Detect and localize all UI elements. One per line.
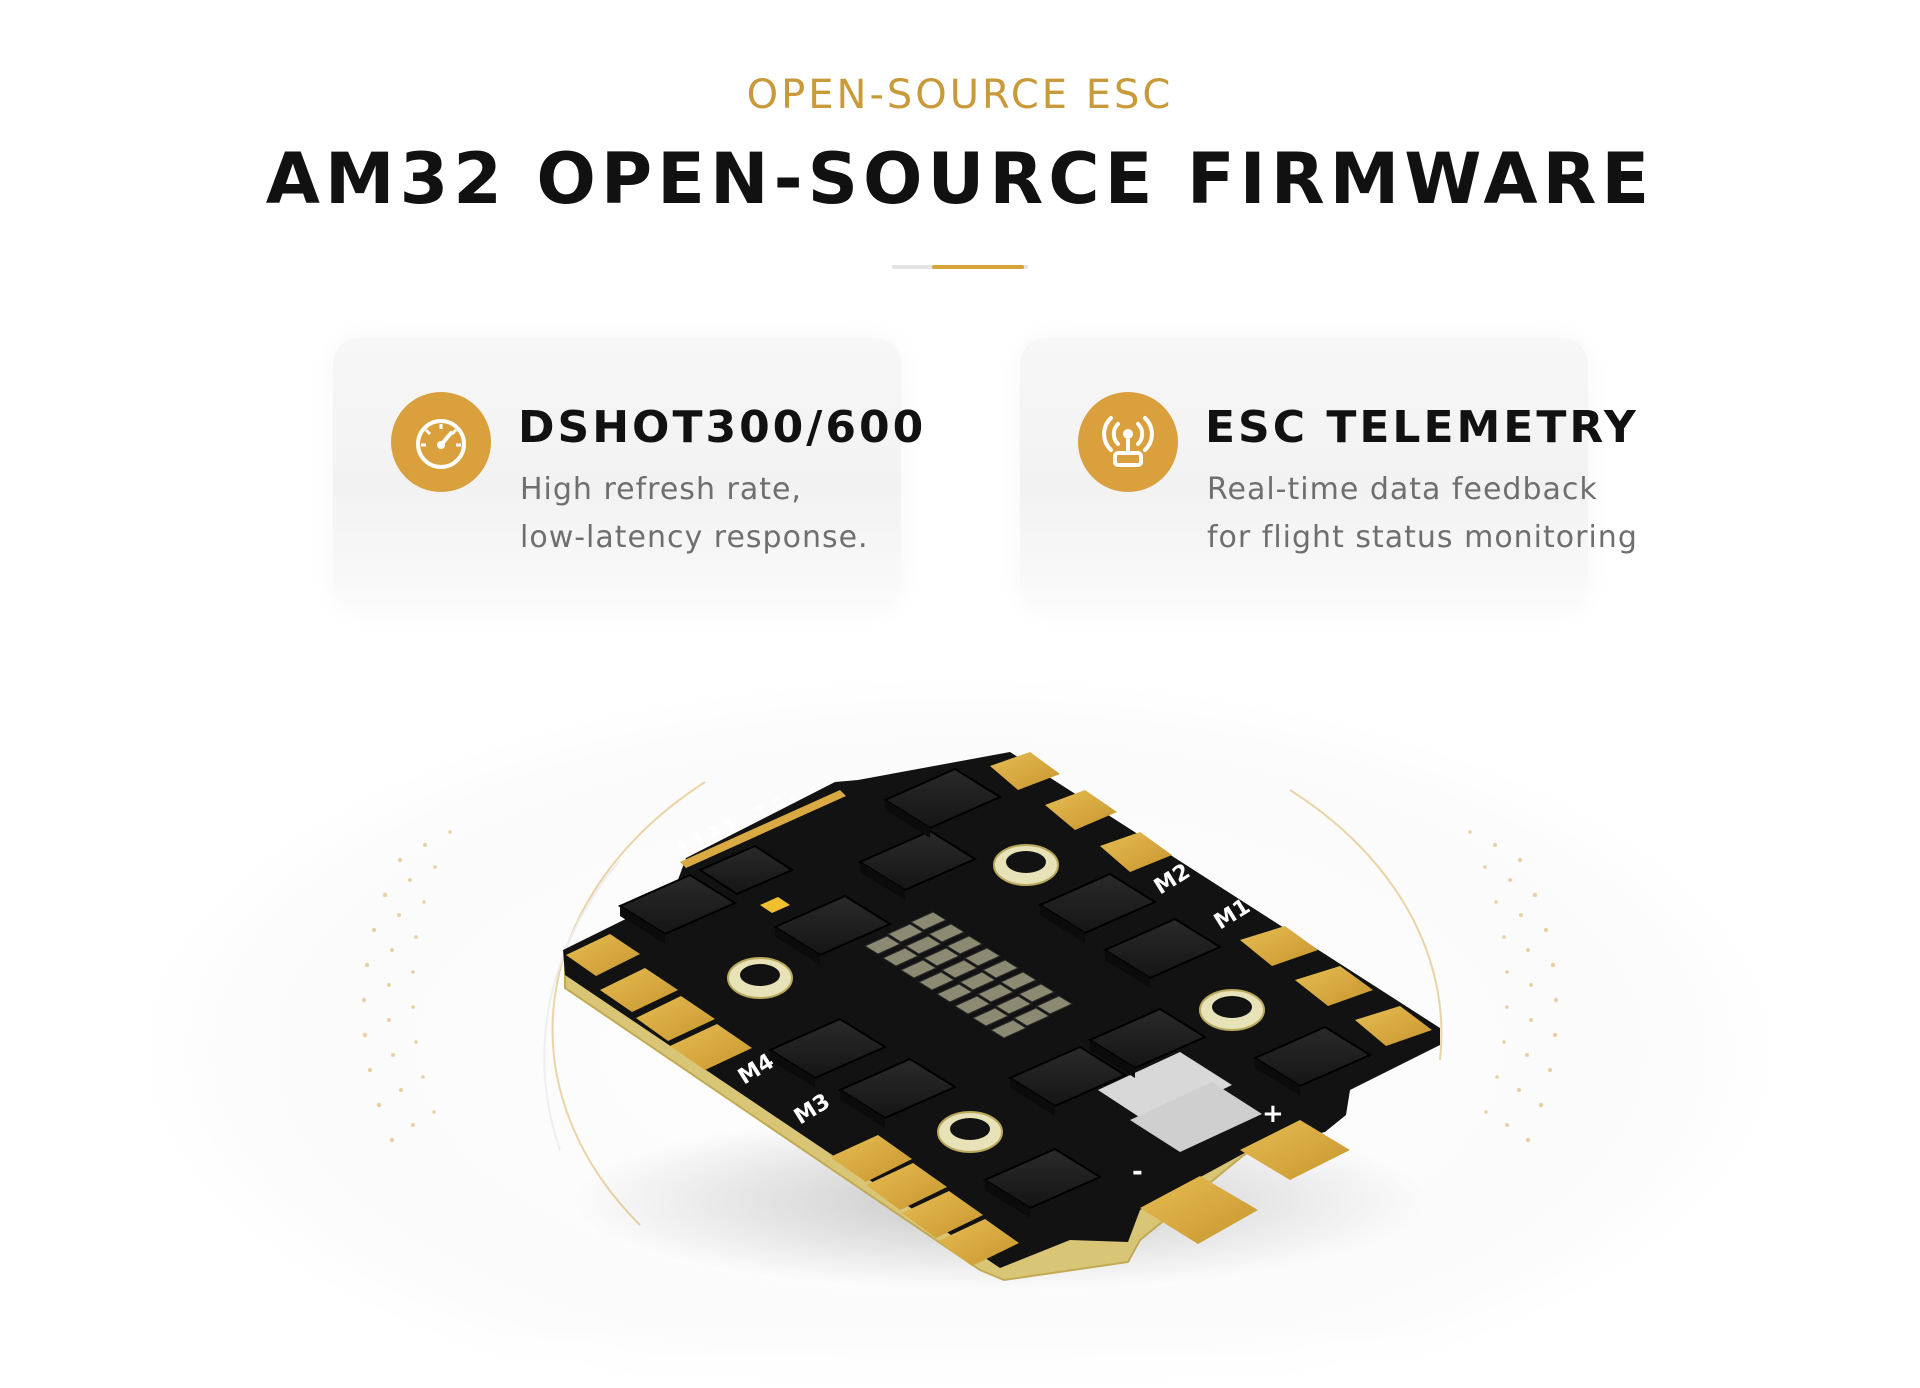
title-divider-accent	[932, 265, 1024, 269]
feature-card-dshot: DSHOT300/600 High refresh rate, low-late…	[333, 338, 923, 610]
feature-card-telemetry: ESC TELEMETRY Real-time data feedback fo…	[1020, 338, 1637, 610]
decorative-dot-rings	[361, 830, 1559, 1143]
signal-header	[680, 790, 846, 913]
feature-description-line: for flight status monitoring	[1207, 520, 1638, 555]
capacitor-array	[863, 911, 1074, 1039]
title-divider	[892, 265, 1028, 269]
pcb-board	[563, 752, 1440, 1268]
mosfet-chips	[617, 767, 1373, 1218]
feature-description-line: High refresh rate,	[520, 472, 802, 507]
feature-title: DSHOT300/600	[518, 402, 927, 453]
telemetry-antenna-icon	[1078, 392, 1178, 492]
feature-title: ESC TELEMETRY	[1205, 402, 1639, 453]
feature-description-line: low-latency response.	[520, 520, 869, 555]
speedometer-icon	[391, 392, 491, 492]
power-label-positive: +	[1262, 1099, 1284, 1129]
power-label-negative: -	[1132, 1157, 1143, 1187]
page-title: AM32 OPEN-SOURCE FIRMWARE	[265, 138, 1655, 220]
feature-description-line: Real-time data feedback	[1207, 472, 1598, 507]
section-eyebrow: OPEN-SOURCE ESC	[746, 72, 1174, 118]
esc-board-image: M1 M2 M3 M4 + - 4 3 2 1 T C - +	[0, 640, 1920, 1388]
